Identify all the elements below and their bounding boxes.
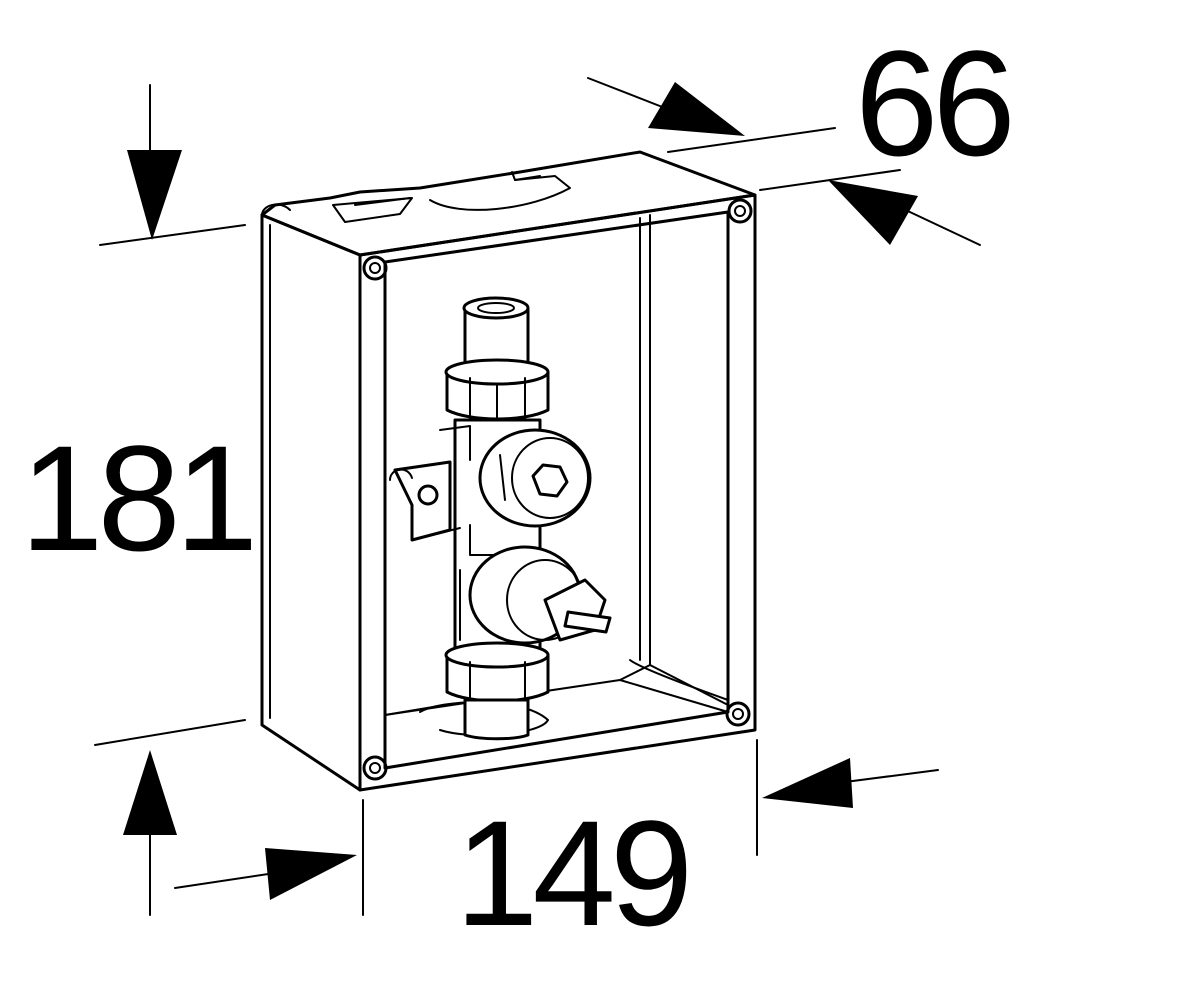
depth-dimension-label: 66: [855, 19, 1010, 187]
arrow-right-icon: [265, 848, 357, 900]
height-dimension-label: 181: [20, 414, 252, 582]
screw-icon: [725, 701, 751, 727]
arrow-up-icon: [123, 750, 177, 835]
valve-assembly: [389, 296, 612, 741]
arrow-diagonal-in-icon: [828, 180, 918, 245]
arrow-left-icon: [762, 758, 853, 808]
arrow-down-icon: [127, 150, 182, 240]
screw-icon: [362, 755, 388, 781]
screw-icon: [727, 198, 753, 224]
hex-cap-icon: [531, 463, 569, 498]
dimension-arrows: [123, 82, 918, 900]
dimension-lines: [94, 77, 981, 916]
screw-icon: [362, 255, 388, 281]
arrow-diagonal-in-icon: [648, 82, 745, 136]
width-dimension-label: 149: [455, 789, 687, 957]
